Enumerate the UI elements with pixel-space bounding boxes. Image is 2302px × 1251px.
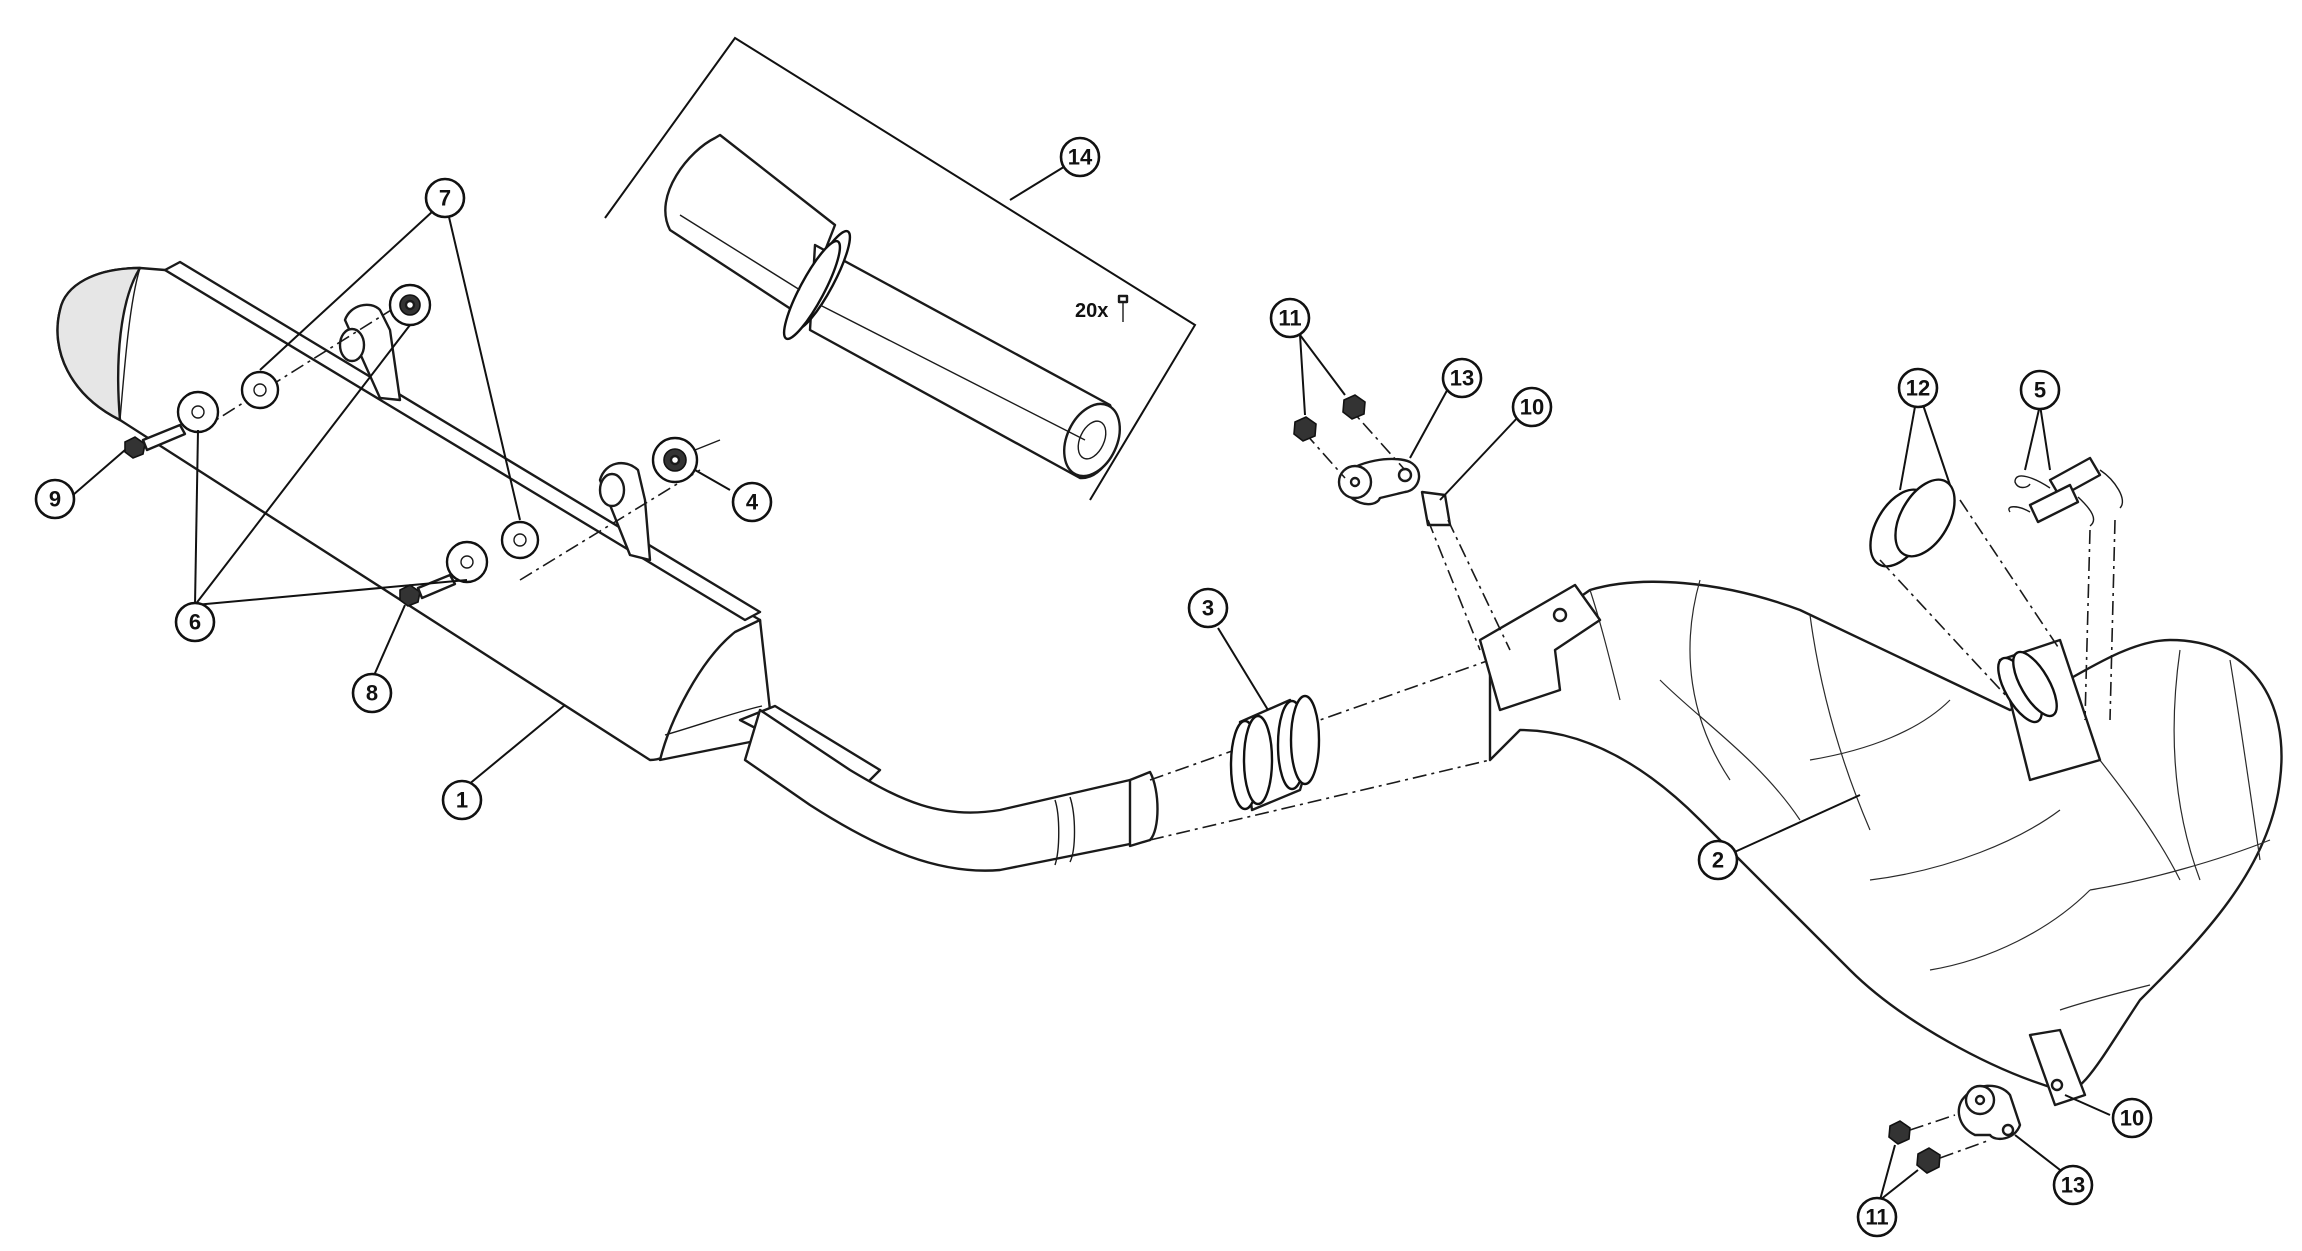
silencer-bracket-front [343,303,402,402]
coupler-part [1229,694,1321,812]
svg-text:14: 14 [1068,145,1093,170]
callout-2: 2 [1697,839,1739,881]
callout-5: 5 [2019,369,2061,411]
o-ring-pair [1869,478,2061,701]
svg-text:13: 13 [2061,1173,2085,1198]
kit-quantity-label: 20x [1075,300,1108,322]
callout-13-upper: 13 [1441,357,1483,399]
link-pipe-part [743,659,1491,872]
packing-roll-icon [664,133,1121,480]
svg-text:9: 9 [49,487,61,512]
svg-text:1: 1 [456,788,468,813]
callout-14: 14 [1059,136,1101,178]
header-rear-bracket [2028,1028,2087,1107]
svg-text:11: 11 [1865,1205,1888,1230]
callout-4: 4 [731,481,773,523]
silencer-body [56,266,762,762]
callout-13-lower: 13 [2052,1164,2094,1206]
svg-text:5: 5 [2034,378,2046,403]
callout-10-upper: 10 [1511,386,1553,428]
upper-mount-bracket [1420,490,1452,527]
svg-text:8: 8 [366,681,378,706]
svg-text:2: 2 [1712,848,1724,873]
callout-1: 1 [441,779,483,821]
silencer-outlet-cone [658,618,772,762]
grommet-upper [240,370,280,410]
upper-nut-a [1293,416,1317,442]
lower-nut-a [1888,1120,1911,1145]
rubber-bushing-upper-right [388,283,432,327]
upper-nut-b [1342,394,1366,420]
silencer-mount-rail [163,260,762,622]
callout-11-upper: 11 [1269,297,1311,339]
silencer-part [56,260,882,787]
rubber-bushing-part-4 [651,436,721,484]
grommet-lower [500,520,540,560]
silencer-end-cap [56,266,142,422]
packing-kit-group: 20x [604,36,1197,501]
upper-mount-hardware [1293,394,1511,651]
callout-9: 9 [34,478,76,520]
svg-text:6: 6 [189,610,201,635]
bolt-part-8 [399,573,457,607]
link-pipe-body [743,708,1152,872]
callout-7: 7 [424,177,466,219]
lower-nut-b [1916,1147,1941,1174]
callout-8: 8 [351,672,393,714]
lower-mount-hardware [1888,1084,2022,1174]
svg-text:4: 4 [746,490,759,515]
svg-text:7: 7 [439,186,451,211]
washer-upper [176,390,220,434]
svg-text:13: 13 [1450,366,1474,391]
link-pipe-end [1128,770,1159,848]
spring-pair [2008,456,2124,721]
header-pipe-part [1478,579,2283,1107]
callout-11-lower: 11 [1856,1196,1898,1238]
washer-lower [445,540,489,584]
header-pipe-body [1488,580,2283,1093]
bolt-part-9 [124,423,187,459]
callout-3: 3 [1187,587,1229,629]
rivet-icon [1117,294,1129,322]
svg-text:3: 3 [1202,596,1214,621]
muffler-hardware [124,283,721,607]
svg-text:10: 10 [2120,1106,2144,1131]
callout-10-lower: 10 [2111,1097,2153,1139]
svg-text:12: 12 [1906,376,1930,401]
callout-12: 12 [1897,367,1939,409]
svg-text:10: 10 [1520,395,1544,420]
packing-kit-outline [604,36,1197,501]
callout-6: 6 [174,601,216,643]
header-front-bracket [1478,583,1602,712]
svg-text:11: 11 [1278,306,1301,331]
